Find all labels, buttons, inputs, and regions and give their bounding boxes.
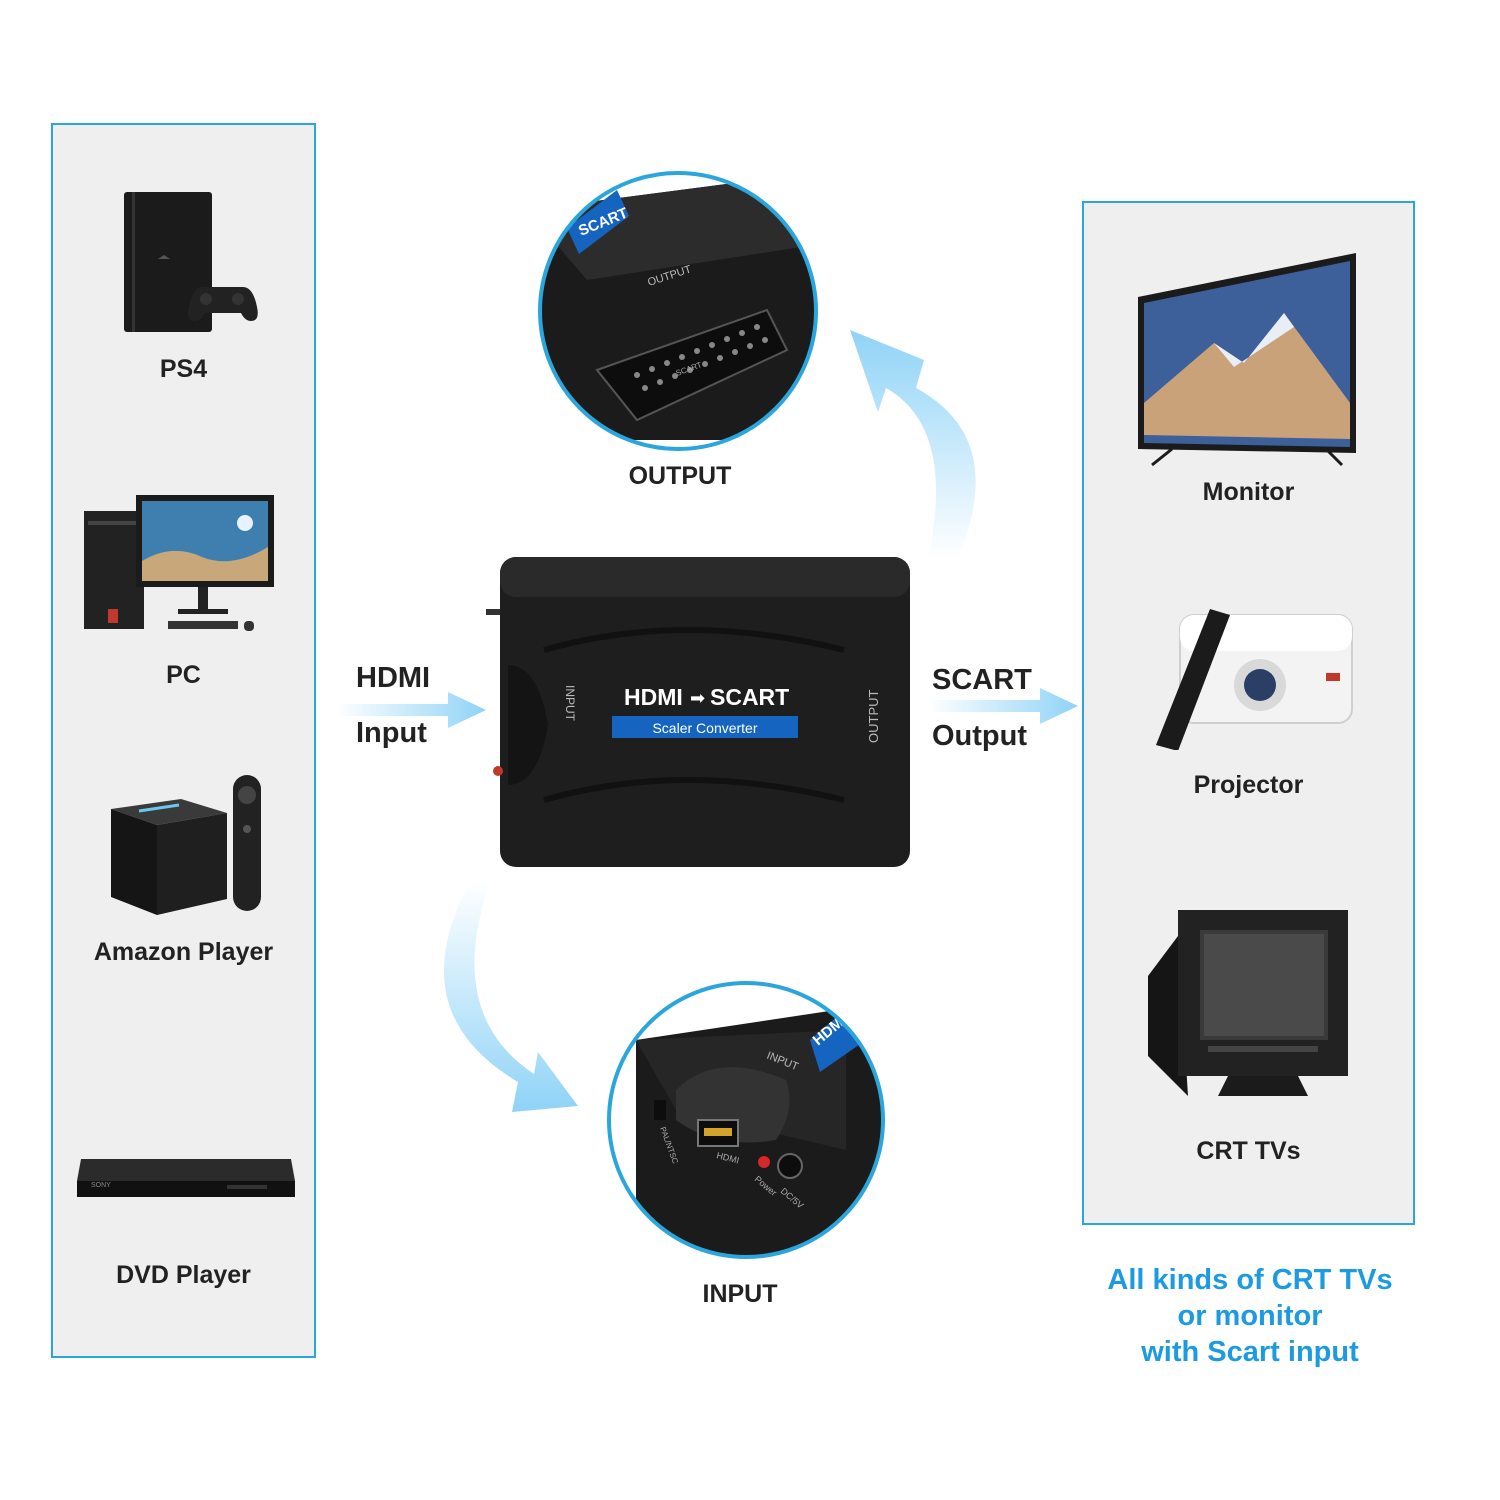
input-label: Input	[356, 717, 427, 749]
ps4-console-icon	[124, 192, 258, 332]
note-line-2: or monitor	[1177, 1300, 1323, 1332]
input-caption: INPUT	[702, 1280, 778, 1308]
hdmi-to-scart-converter: HDMI ➡ SCART Scaler Converter INPUT OUTP…	[486, 557, 910, 867]
monitor-label: Monitor	[1202, 478, 1295, 506]
crt-tvs-label: CRT TVs	[1196, 1137, 1301, 1165]
amazon-player-label: Amazon Player	[93, 938, 274, 966]
amazon-player-icon	[111, 775, 261, 915]
scart-label: SCART	[932, 664, 1032, 696]
crt-tv-icon	[1148, 910, 1348, 1096]
pc-desktop-icon	[84, 495, 274, 631]
svg-text:SONY: SONY	[91, 1182, 111, 1189]
source-devices-panel: PS4 PC Amazon Player SONY DVD Player	[51, 123, 316, 1358]
display-devices-panel: Monitor Projector CRT TVs	[1082, 201, 1415, 1225]
input-curve-arrow	[443, 882, 578, 1112]
output-curve-arrow	[850, 330, 976, 558]
scart-output-arrow	[928, 688, 1078, 724]
compatibility-note: All kinds of CRT TVs or monitor with Sca…	[1070, 1262, 1430, 1370]
output-caption: OUTPUT	[628, 462, 732, 490]
note-line-1: All kinds of CRT TVs	[1107, 1264, 1393, 1296]
converter-subtitle: Scaler Converter	[652, 720, 757, 736]
hdmi-label: HDMI	[356, 662, 431, 694]
converter-title-right: SCART	[710, 684, 789, 710]
monitor-tv-icon	[1138, 253, 1356, 467]
projector-icon	[1156, 609, 1353, 750]
converter-title-left: HDMI	[624, 684, 683, 710]
arrow-right-icon: ➡	[690, 688, 705, 709]
converter-side-output: OUTPUT	[866, 690, 881, 744]
output-label: Output	[932, 720, 1028, 752]
ps4-label: PS4	[159, 355, 208, 383]
output-port-zoom: SCART OUTPUT SCART	[538, 171, 818, 451]
converter-side-input: INPUT	[563, 685, 577, 722]
hdmi-input-arrow	[336, 692, 486, 728]
dvd-player-label: DVD Player	[116, 1261, 251, 1289]
projector-label: Projector	[1193, 771, 1304, 799]
pc-label: PC	[166, 661, 201, 689]
input-port-zoom: HDMI INPUT PAL/NTSC HDMI Power DC/5V	[607, 981, 885, 1259]
note-line-3: with Scart input	[1141, 1336, 1359, 1368]
dvd-player-icon: SONY	[77, 1159, 295, 1197]
